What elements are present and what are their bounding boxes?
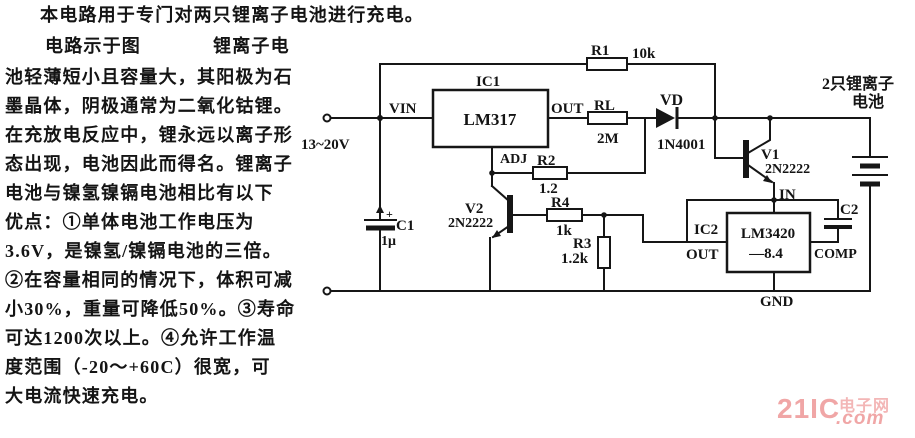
transistor-v1-symbol xyxy=(743,140,772,183)
article-line-2b: 锂离子电 xyxy=(213,36,290,56)
c1-polarity-label: + xyxy=(386,207,393,221)
ic2-pin-comp-label: COMP xyxy=(814,247,857,262)
diode-triangle xyxy=(656,108,675,128)
capacitor-c1-symbol xyxy=(364,205,397,231)
article-body: 池轻薄短小且容量大，其阳极为石 墨晶体，阴极通常为二氧化钴锂。 在充放电反应中，… xyxy=(5,63,295,411)
ic1-pin-adj-label: ADJ xyxy=(500,152,527,167)
watermark-site-name: 电子网 xyxy=(839,398,891,415)
input-voltage-label: 13~20V xyxy=(301,137,350,153)
resistors xyxy=(532,57,628,269)
capacitor-c2-symbol xyxy=(824,218,852,229)
junction-dot xyxy=(771,197,777,203)
c1-polarity-arrow xyxy=(376,205,384,213)
wire-ic2-comp xyxy=(809,226,839,243)
v1-emitter-arrow xyxy=(763,175,772,183)
ic2-ref-label: IC2 xyxy=(694,222,718,238)
r2-value-label: 1.2 xyxy=(539,181,558,197)
article-line-1: 本电路用于专门对两只锂离子电池进行充电。 xyxy=(40,5,424,25)
ic2-pin-gnd-label: GND xyxy=(760,294,794,310)
junction-dot xyxy=(489,170,495,176)
watermark: 21IC 电子网 .com xyxy=(775,390,915,436)
r1-ref-label: R1 xyxy=(591,43,609,59)
c1-value-label: 1μ xyxy=(381,234,396,249)
battery-label-line1: 2只锂离子 xyxy=(822,74,894,93)
article-body-line: 可达1200次以上。④允许工作温 xyxy=(5,328,277,348)
resistor-r1 xyxy=(586,57,628,71)
article-body-line: 小30%，重量可降低50%。③寿命 xyxy=(5,299,296,319)
v2-emitter-arrow xyxy=(492,230,501,238)
article-body-line: 度范围（-20～+60C）很宽，可 xyxy=(5,357,271,377)
wire-v2-collector xyxy=(490,184,511,203)
resistor-r4 xyxy=(546,208,583,222)
v1-ref-label: V1 xyxy=(761,147,779,163)
ic1-ref-label: IC1 xyxy=(476,74,500,90)
v2-ref-label: V2 xyxy=(465,201,483,217)
ic1-part-label: LM317 xyxy=(464,110,517,129)
ic2-part-label: LM3420 xyxy=(741,226,795,242)
battery-label-line2: 电池 xyxy=(852,92,884,111)
c1-ref-label: C1 xyxy=(396,218,414,234)
transistor-v2-symbol xyxy=(492,195,513,238)
ic2-variant-label: —8.4 xyxy=(748,246,783,262)
article-body-line: ②在容量相同的情况下，体积可减 xyxy=(5,270,293,290)
ic1-box xyxy=(431,88,550,149)
wire-top-rail-right xyxy=(626,63,744,159)
watermark-domain-suffix: .com xyxy=(836,408,885,429)
article-body-line: 池轻薄短小且容量大，其阳极为石 xyxy=(5,67,293,87)
v2-part-label: 2N2222 xyxy=(448,216,493,231)
rl-value-label: 2M xyxy=(597,131,619,147)
r1-value-label: 10k xyxy=(632,46,656,62)
c2-ref-label: C2 xyxy=(840,202,858,218)
ic1-pin-vin-label: VIN xyxy=(389,101,417,117)
article-body-line: 墨晶体，阴极通常为二氧化钴锂。 xyxy=(5,96,293,116)
resistor-rl xyxy=(587,111,628,125)
vd-ref-label: VD xyxy=(660,92,683,109)
r3-value-label: 1.2k xyxy=(561,251,589,267)
junction-dot xyxy=(712,115,718,121)
article-body-line: 优点：①单体电池工作电压为 xyxy=(5,212,255,232)
resistor-r3 xyxy=(597,236,611,269)
article-body-line: 在充放电反应中，锂永远以离子形 xyxy=(5,125,293,145)
ic2-box xyxy=(725,211,812,274)
junction-dot xyxy=(377,115,383,121)
junction-dot xyxy=(767,115,773,121)
junction-dots xyxy=(377,115,777,218)
wire-ic2-loop-left xyxy=(686,199,839,243)
wire-v1-collector xyxy=(746,117,771,155)
article-line-2a: 电路示于图 xyxy=(45,36,141,56)
wire-r2-right xyxy=(566,117,646,174)
diode-vd-symbol xyxy=(656,107,679,129)
r4-value-label: 1k xyxy=(556,223,573,239)
article-body-line: 大电流快速充电。 xyxy=(5,386,159,406)
v1-part-label: 2N2222 xyxy=(765,162,810,177)
rl-ref-label: RL xyxy=(594,98,615,114)
article-body-line: 电池与镍氢镍镉电池相比有以下 xyxy=(5,183,274,203)
r2-ref-label: R2 xyxy=(537,153,555,169)
r4-ref-label: R4 xyxy=(551,195,570,211)
input-terminal xyxy=(322,113,332,123)
ic2-pin-out-label: OUT xyxy=(686,247,719,263)
ground-terminal xyxy=(322,286,332,296)
battery-symbol xyxy=(852,156,888,187)
article-body-line: 3.6V，是镍氢/镍镉电池的三倍。 xyxy=(5,241,282,261)
resistor-r2 xyxy=(532,166,568,180)
article-body-line: 态出现，电池因此而得名。锂离子 xyxy=(5,154,293,174)
r3-ref-label: R3 xyxy=(573,236,591,252)
watermark-brand: 21IC xyxy=(777,393,841,424)
ic2-pin-in-label: IN xyxy=(779,187,796,203)
vd-part-label: 1N4001 xyxy=(657,137,705,153)
wire-r4-to-ic2 xyxy=(581,214,688,243)
ic1-pin-out-label: OUT xyxy=(551,101,584,117)
junction-dot xyxy=(601,212,607,218)
